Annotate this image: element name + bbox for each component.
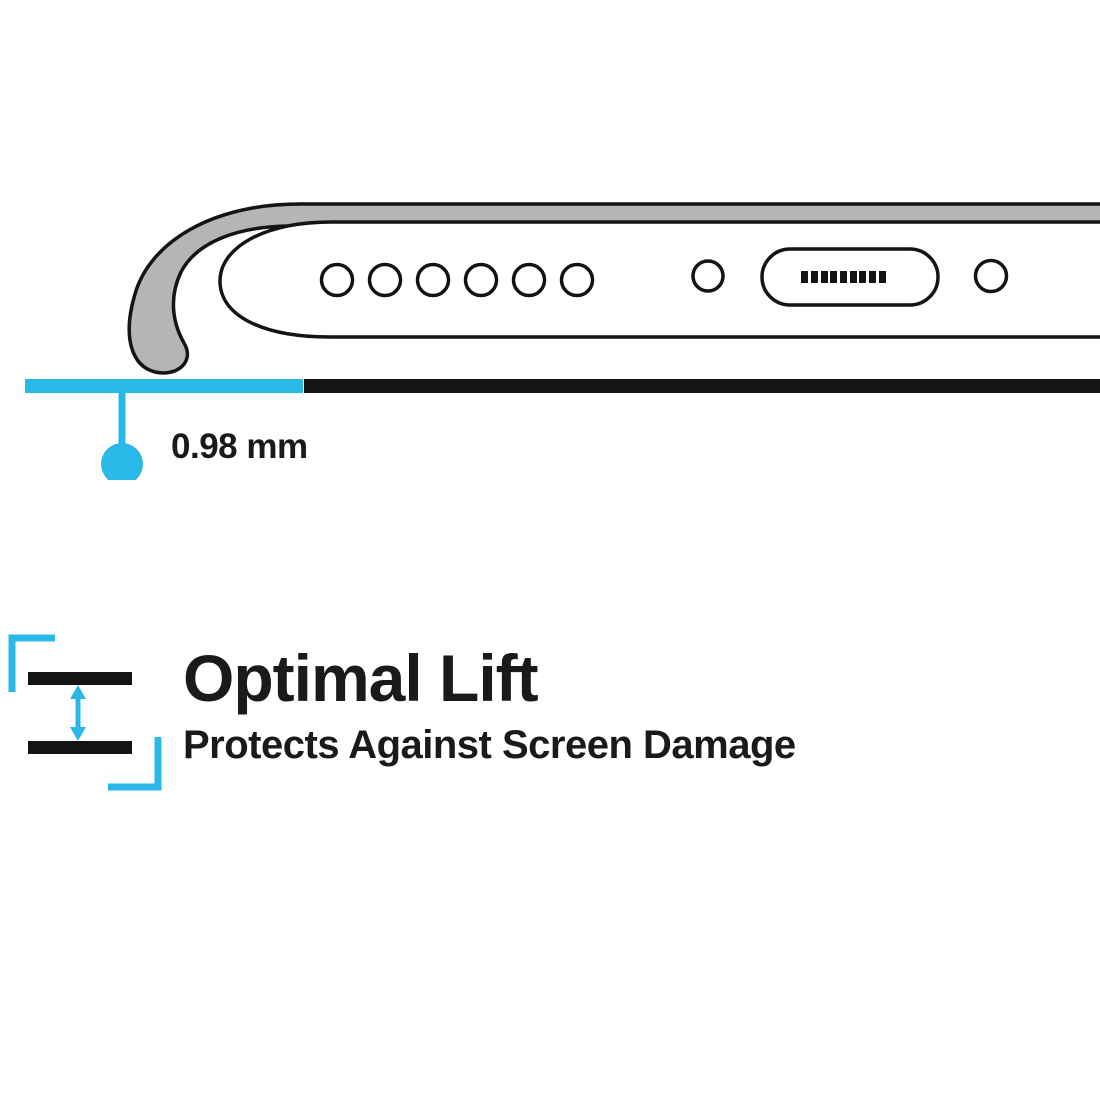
gap-measurement-label: 0.98 mm	[171, 427, 308, 466]
feature-title: Optimal Lift	[183, 641, 539, 715]
speaker-hole	[367, 262, 403, 298]
speaker-hole	[415, 262, 451, 298]
measure-drop-line	[118, 392, 126, 450]
speaker-hole	[511, 262, 547, 298]
feature-text-block: Optimal Lift Protects Against Screen Dam…	[183, 645, 1063, 765]
feature-subtitle: Protects Against Screen Damage	[183, 723, 796, 767]
charging-port-pins	[801, 271, 886, 283]
phone-bottom-edge-illustration	[25, 202, 1100, 480]
measure-bar-cyan	[25, 379, 303, 393]
speaker-hole	[559, 262, 595, 298]
lift-gap-icon	[8, 634, 162, 791]
speaker-hole	[463, 262, 499, 298]
upper-bar	[28, 672, 132, 685]
bracket-bottom-right	[108, 737, 162, 791]
bracket-top-left	[8, 634, 55, 692]
lower-bar	[28, 741, 132, 754]
screw-hole	[973, 258, 1009, 294]
speaker-hole	[319, 262, 355, 298]
double-arrow-icon	[70, 685, 86, 741]
mic-hole	[691, 259, 725, 293]
measure-dot	[101, 443, 143, 480]
measure-bar-black	[304, 379, 1100, 393]
